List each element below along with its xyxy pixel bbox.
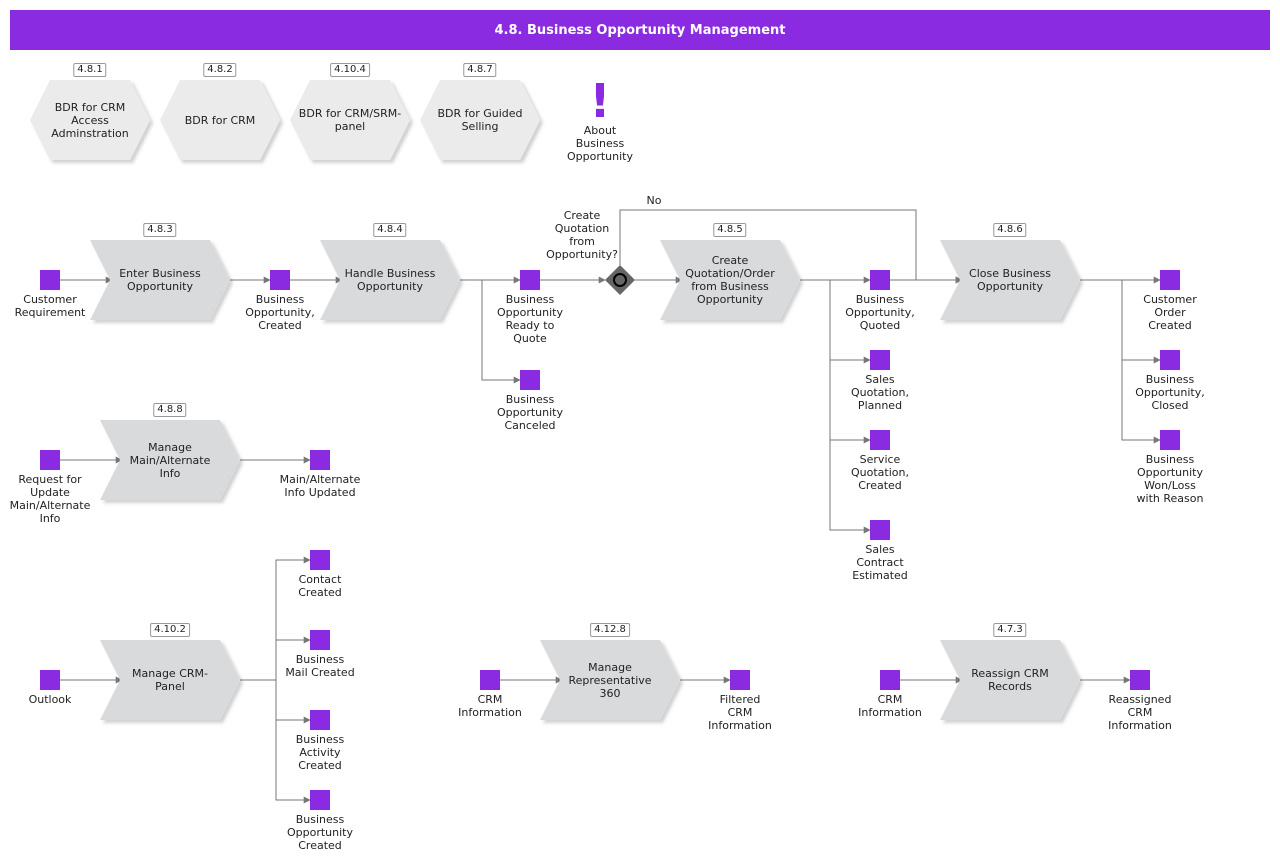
process-shape: [320, 240, 460, 320]
process-badge: 4.10.2: [150, 623, 190, 637]
event-label: Business Activity Created: [295, 733, 345, 772]
process-shape: [940, 240, 1080, 320]
process-label: Enter Business Opportunity: [119, 267, 201, 293]
event-square: [1130, 670, 1150, 690]
gateway-no-label: No: [646, 194, 662, 207]
event-square: [480, 670, 500, 690]
event-square: [1160, 270, 1180, 290]
page-title: 4.8. Business Opportunity Management: [10, 10, 1270, 50]
event-label: Business Opportunity, Quoted: [845, 293, 915, 332]
process-label: Handle Business Opportunity: [344, 267, 436, 293]
event-label: Main/Alternate Info Updated: [279, 473, 361, 499]
event-square: [730, 670, 750, 690]
event-square: [870, 430, 890, 450]
process-badge: 4.7.3: [993, 623, 1027, 637]
event-label: CRM Information: [458, 693, 522, 719]
bdr-badge: 4.8.2: [203, 63, 237, 77]
event-square: [310, 450, 330, 470]
bdr-badge: 4.10.4: [330, 63, 370, 77]
process-shape: [940, 640, 1080, 720]
process-badge: 4.12.8: [590, 623, 630, 637]
bdr-shape: [30, 80, 150, 160]
event-square: [40, 670, 60, 690]
event-square: [1160, 350, 1180, 370]
event-label: Request for Update Main/Alternate Info: [9, 473, 91, 525]
exclamation-icon: !: [589, 74, 611, 128]
event-label: Business Opportunity Created: [286, 813, 354, 852]
process-shape: [660, 240, 800, 320]
bdr-label: BDR for Guided Selling: [437, 107, 523, 133]
process-badge: 4.8.8: [153, 403, 187, 417]
event-square: [520, 370, 540, 390]
event-label: Customer Requirement: [14, 293, 86, 319]
process-badge: 4.8.6: [993, 223, 1027, 237]
connector: [275, 680, 311, 724]
event-label: Reassigned CRM Information: [1108, 693, 1172, 732]
event-label: Business Opportunity Canceled: [496, 393, 564, 432]
process-label: Reassign CRM Records: [971, 667, 1049, 693]
bdr-label: BDR for CRM: [184, 113, 256, 127]
event-square: [310, 550, 330, 570]
bdr-label: BDR for CRM/SRM- panel: [298, 107, 402, 133]
event-label: CRM Information: [858, 693, 922, 719]
process-shape: [90, 240, 230, 320]
event-square: [1160, 430, 1180, 450]
event-square: [40, 450, 60, 470]
connector: [275, 636, 311, 680]
event-label: Service Quotation, Created: [851, 453, 909, 492]
process-shape: [100, 420, 240, 500]
event-label: Sales Quotation, Planned: [851, 373, 909, 412]
about-label: About Business Opportunity: [566, 124, 634, 163]
connector: [481, 280, 521, 384]
process-label: Manage Main/Alternate Info: [129, 440, 211, 480]
event-square: [520, 270, 540, 290]
event-label: Contact Created: [298, 573, 342, 599]
process-badge: 4.8.5: [713, 223, 747, 237]
event-label: Business Mail Created: [285, 653, 355, 679]
gateway-diamond: [605, 265, 635, 295]
event-label: Business Opportunity Won/Loss with Reaso…: [1136, 453, 1204, 505]
event-label: Business Opportunity, Created: [245, 293, 315, 332]
process-label: Create Quotation/Order from Business Opp…: [685, 254, 775, 306]
event-label: Customer Order Created: [1143, 293, 1197, 332]
connector: [275, 680, 311, 804]
process-label: Close Business Opportunity: [969, 267, 1051, 293]
gateway-circle: [613, 273, 627, 287]
connector: [1121, 280, 1161, 444]
process-badge: 4.8.4: [373, 223, 407, 237]
process-shape: [540, 640, 680, 720]
event-label: Business Opportunity Ready to Quote: [496, 293, 564, 345]
event-square: [870, 270, 890, 290]
event-square: [40, 270, 60, 290]
bdr-shape: [420, 80, 540, 160]
process-shape: [100, 640, 240, 720]
event-square: [870, 350, 890, 370]
bdr-badge: 4.8.7: [463, 63, 497, 77]
process-badge: 4.8.3: [143, 223, 177, 237]
bdr-shape: [160, 80, 280, 160]
bdr-shape: [290, 80, 410, 160]
event-label: Business Opportunity, Closed: [1135, 373, 1205, 412]
process-label: Manage Representative 360: [568, 660, 652, 700]
event-label: Sales Contract Estimated: [852, 543, 908, 582]
event-label: Filtered CRM Information: [708, 693, 772, 732]
event-square: [880, 670, 900, 690]
connector: [829, 280, 871, 534]
process-label: Manage CRM- Panel: [132, 667, 208, 693]
connector: [240, 556, 311, 681]
gateway-question: Create Quotation from Opportunity?: [546, 209, 618, 261]
event-square: [310, 710, 330, 730]
event-square: [870, 520, 890, 540]
event-square: [270, 270, 290, 290]
bdr-badge: 4.8.1: [73, 63, 107, 77]
event-square: [310, 790, 330, 810]
event-square: [310, 630, 330, 650]
event-label: Outlook: [28, 693, 72, 706]
bdr-label: BDR for CRM Access Adminstration: [51, 100, 129, 140]
